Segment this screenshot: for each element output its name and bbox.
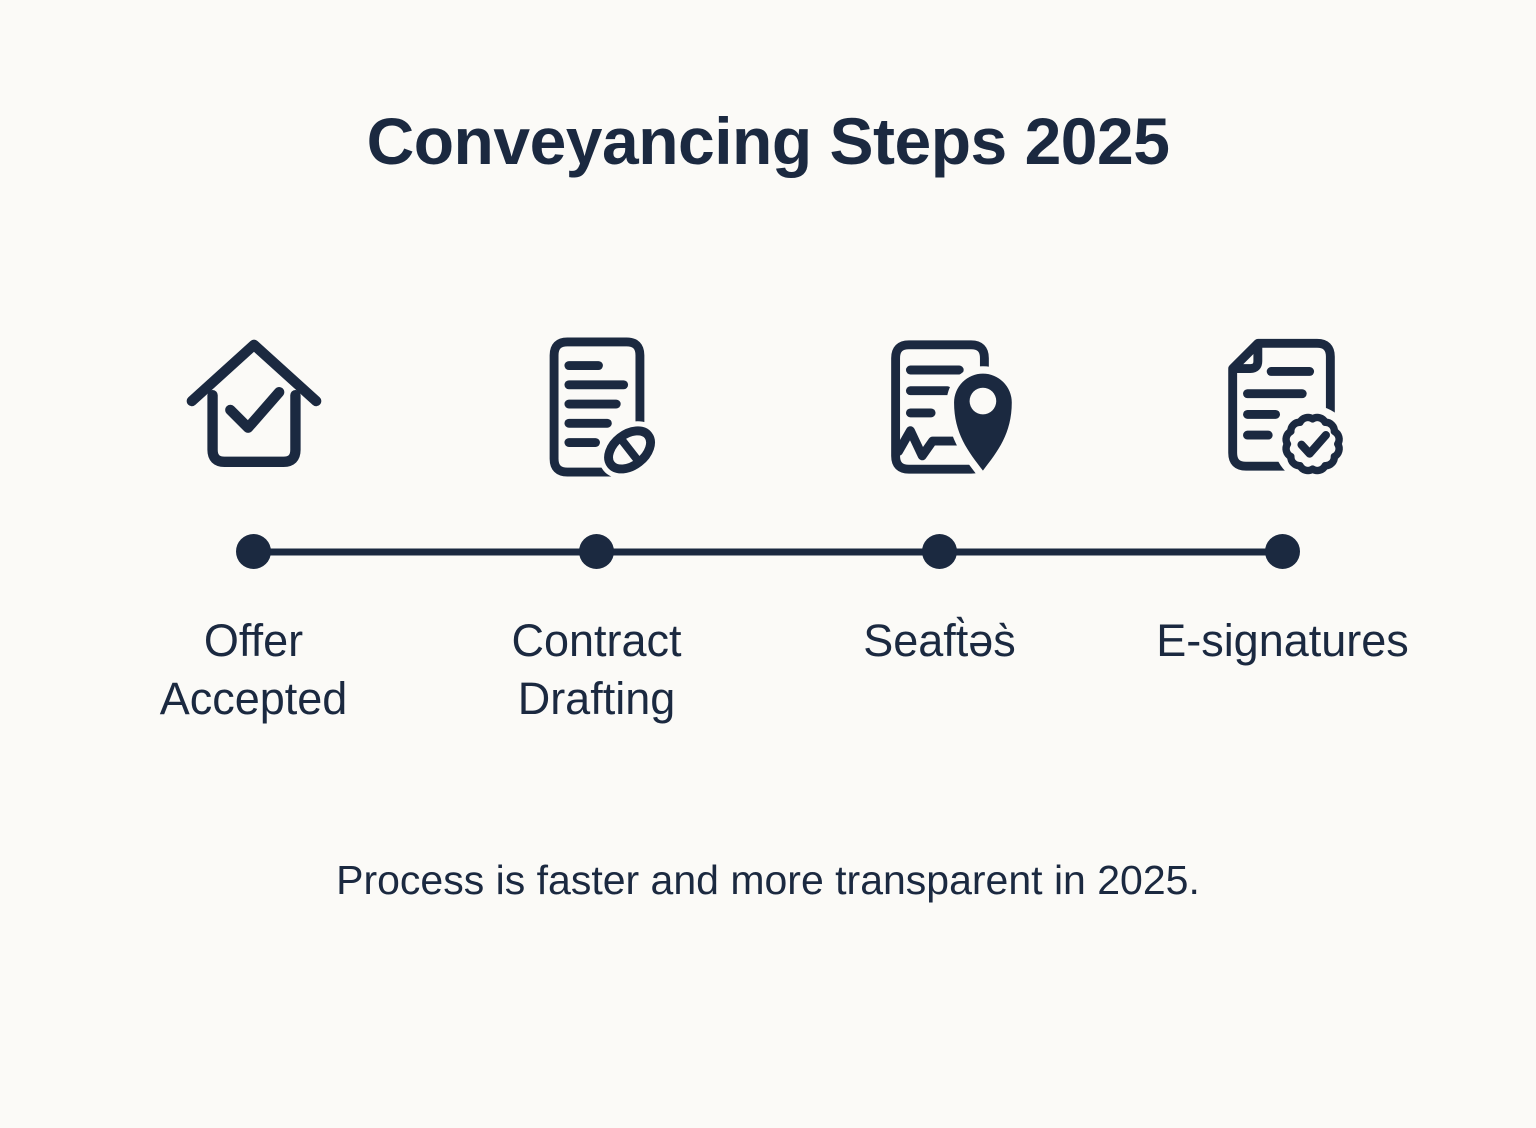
timeline-dot-4 [1265,534,1300,570]
step-2-icon-cell [425,332,768,482]
timeline [82,534,1454,570]
document-location-pin-icon [890,340,1014,478]
pen-nib-shape [598,421,660,479]
document-certified-icon [1227,338,1351,481]
document-pen-icon [549,337,660,479]
timeline-dot-1 [236,534,271,570]
timeline-dot-2 [579,534,614,570]
house-check-icon [186,339,321,467]
page-title: Conveyancing Steps 2025 [366,104,1170,178]
step-label-offer-accepted: Offer Accepted [159,614,348,725]
footer-caption: Process is faster and more transparent i… [336,856,1200,903]
step-1-icon-cell [82,332,425,482]
step-3-icon-cell [768,332,1111,482]
timeline-dot-3 [922,534,957,570]
step-label-contract-drafting: Contract Drafting [511,614,682,725]
location-pin-shape [946,366,1014,478]
certified-seal-shape [1273,405,1351,481]
step-labels-row: Offer Accepted Contract Drafting Seaft̀ə… [82,612,1454,729]
step-4-icon-cell [1111,332,1454,482]
steps-icons-row [82,332,1454,482]
timeline-connector-line [253,548,1283,556]
step-label-e-signatures: E-signatures [1156,614,1409,666]
step-label-searches: Seaft̀əs̀ [863,614,1016,666]
infographic-page: Conveyancing Steps 2025 [0,104,1536,1128]
